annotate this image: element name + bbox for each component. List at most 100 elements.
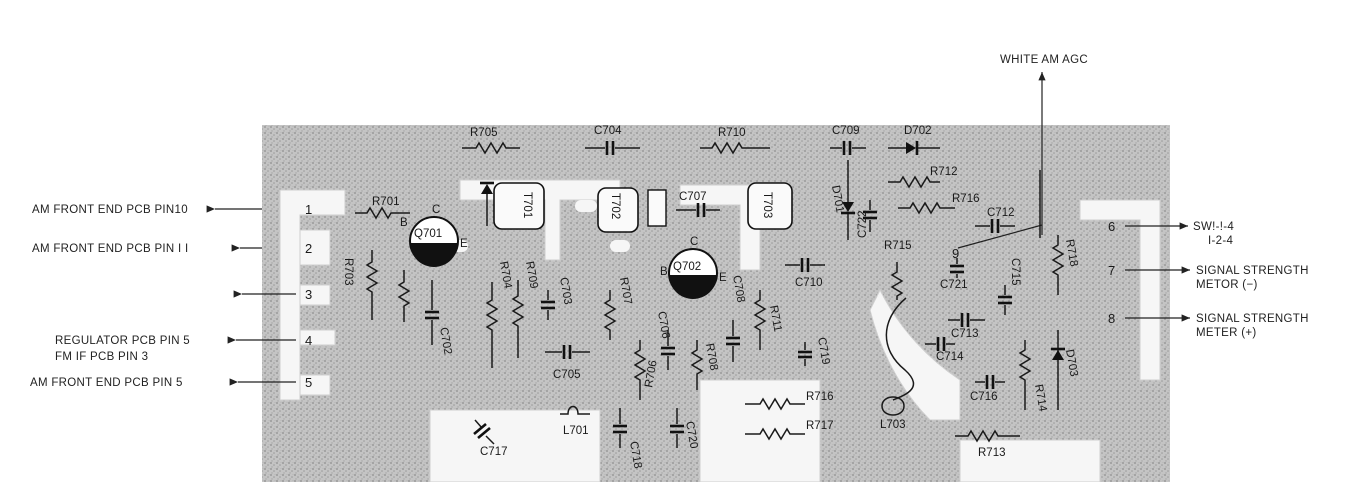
label-ss-minus-line2: METOR (−) [1196, 279, 1258, 291]
pin-3: 3 [305, 287, 312, 302]
r710-label: R710 [718, 127, 746, 139]
label-fm-if-pin3: FM IF PCB PIN 3 [55, 351, 148, 363]
r716-label: R716 [806, 391, 834, 403]
svg-text:C702: C702 [437, 326, 454, 355]
svg-text:C716: C716 [970, 391, 998, 403]
svg-text:C720: C720 [683, 420, 700, 449]
copper-traces [279, 179, 1161, 482]
label-regulator-pin5: REGULATOR PCB PIN 5 [55, 335, 190, 347]
q702-label: Q702 [673, 261, 701, 273]
r705-label: R705 [470, 127, 498, 139]
label-white-am-agc: WHITE AM AGC [1000, 54, 1088, 66]
r708-label: R708 [703, 342, 720, 371]
svg-text:D703: D703 [1063, 348, 1080, 377]
r704-label: R704 [497, 260, 514, 290]
diode-t701-primary [480, 181, 494, 226]
pin-7: 7 [1108, 263, 1115, 278]
q701-label: Q701 [414, 228, 442, 240]
svg-text:C717: C717 [480, 446, 508, 458]
capacitor-c709: C709 [830, 125, 866, 155]
capacitor-c715: C715 [998, 258, 1021, 315]
label-am-front-end-pin10: AM FRONT END PCB PIN10 [32, 204, 188, 216]
capacitor-c702: C702 [425, 280, 454, 356]
capacitor-c708: C708 [726, 274, 747, 362]
resistor-r718 [1051, 235, 1065, 295]
label-sw1-line1: SW!-!-4 [1193, 221, 1234, 233]
diode-d703: D703 [1051, 330, 1080, 410]
r711-label: R711 [767, 304, 783, 332]
svg-text:C722: C722 [857, 211, 869, 239]
resistor-r712 [888, 175, 940, 189]
diode-d702: D702 [888, 125, 940, 155]
resistor-r702 [397, 270, 411, 322]
r703-label: R703 [342, 258, 354, 286]
label-am-front-end-pin5: AM FRONT END PCB PIN 5 [30, 377, 183, 389]
svg-text:C712: C712 [987, 207, 1015, 219]
resistor-r717 [745, 427, 805, 441]
resistor-r716 [898, 201, 955, 215]
t701-label: T701 [521, 192, 533, 218]
resistor-r714 [1018, 340, 1032, 410]
capacitor-c712: C712 [975, 207, 1015, 233]
transistor-q701: Q701 B C E [400, 204, 468, 267]
svg-text:C706: C706 [655, 310, 672, 339]
svg-text:C708: C708 [730, 274, 747, 303]
diodes: D702 D701 D703 [480, 125, 1080, 410]
pin-9: 9 [952, 246, 959, 261]
r717-label: R717 [806, 420, 834, 432]
svg-text:D701: D701 [829, 184, 846, 213]
resistor-r715 [890, 262, 904, 300]
t702-label: T702 [609, 193, 621, 219]
svg-text:C709: C709 [832, 125, 860, 137]
svg-text:C707: C707 [679, 191, 707, 203]
svg-text:C718: C718 [627, 440, 644, 469]
pin-1: 1 [305, 202, 312, 217]
svg-text:C715: C715 [1009, 258, 1021, 286]
resistor-r711 [753, 290, 767, 350]
resistor-r716-lower [745, 397, 805, 411]
transistor-q702: Q702 B C E [660, 236, 727, 299]
capacitor-c714: C714 [925, 337, 964, 363]
r718-label: R718 [1063, 238, 1080, 267]
capacitor-c722: C722 [857, 200, 877, 238]
lead-pin9 [957, 224, 1043, 249]
pin-2: 2 [305, 241, 312, 256]
r713-label: R713 [978, 447, 1006, 459]
r707-label: R707 [617, 276, 634, 305]
capacitor-c710: C710 [785, 258, 825, 289]
pin-4: 4 [305, 333, 312, 348]
r714-label: R714 [1032, 383, 1049, 413]
capacitor-c716: C716 [970, 375, 1005, 403]
q701-collector-label: C [432, 204, 440, 216]
capacitor-c704: C704 [585, 125, 640, 155]
svg-text:C710: C710 [795, 277, 823, 289]
r716-label-top: R716 [952, 193, 980, 205]
svg-text:C721: C721 [940, 279, 968, 291]
resistor-r703 [365, 250, 379, 320]
resistor-r708 [690, 340, 704, 390]
r715-label: R715 [884, 240, 912, 252]
r701-label: R701 [372, 196, 400, 208]
resistors: R705 R710 R712 R716 R715 R701 R703 R704 … [342, 127, 1080, 459]
svg-text:C705: C705 [553, 369, 581, 381]
transformer-t702: T702 [597, 187, 639, 233]
capacitor-c703: C703 [541, 276, 574, 320]
resistor-r706 [633, 340, 647, 400]
coil-l703: L703 [880, 396, 906, 431]
svg-text:C703: C703 [557, 276, 574, 305]
resistor-r713 [955, 429, 1020, 443]
r712-label: R712 [930, 166, 958, 178]
pin-6: 6 [1108, 219, 1115, 234]
diode-d701: D701 [829, 160, 855, 240]
svg-text:C713: C713 [951, 328, 979, 340]
resistor-r709 [511, 280, 525, 358]
svg-text:L701: L701 [563, 425, 589, 437]
label-ss-minus-line1: SIGNAL STRENGTH [1196, 265, 1309, 277]
capacitor-c719: C719 [798, 336, 832, 366]
external-connections: AM FRONT END PCB PIN10 AM FRONT END PCB … [30, 54, 1309, 389]
q702-base-label: B [660, 266, 668, 278]
r706-label: R706 [643, 359, 660, 388]
pin-numbers: 1 2 3 4 5 6 7 8 9 [305, 202, 1115, 390]
ceramic-filter [647, 189, 667, 227]
